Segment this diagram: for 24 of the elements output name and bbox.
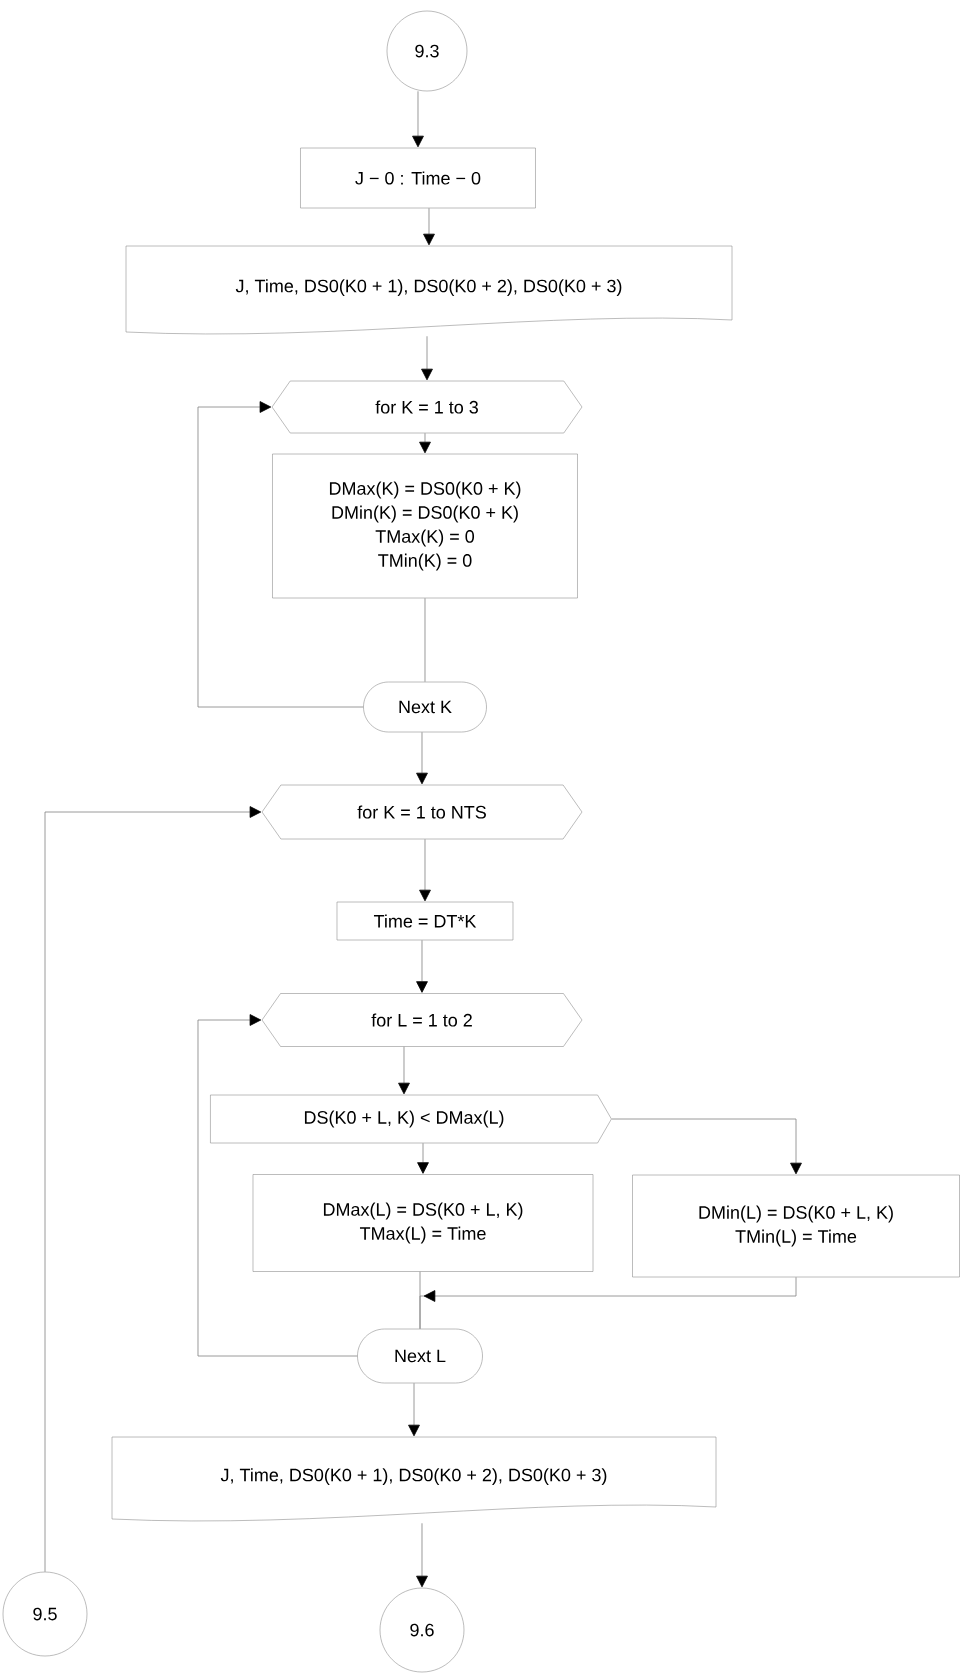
- arrow: [419, 1276, 797, 1330]
- arrow: [611, 1118, 802, 1175]
- arrow: [416, 1522, 428, 1588]
- process-box: DMax(K) = DS0(K0 + K) DMin(K) = DS0(K0 + K) TMax(K) = 0 TMin(K) = 0: [272, 453, 578, 599]
- arrow: [197, 401, 364, 708]
- arrow: [412, 90, 424, 148]
- process-box: DMin(L) = DS(K0 + L, K) TMin(L) = Time: [632, 1174, 960, 1278]
- arrow: [408, 1382, 420, 1437]
- arrow: [44, 806, 262, 1573]
- arrow: [419, 432, 431, 454]
- loop-hexagon: for K = 1 to 3: [271, 380, 583, 434]
- process-box: DMax(L) = DS(K0 + L, K) TMax(L) = Time: [252, 1174, 594, 1272]
- arrow: [419, 838, 431, 902]
- process-box: Time = DT*K: [336, 901, 514, 941]
- arrow: [423, 207, 435, 246]
- arrow: [416, 939, 428, 993]
- arrow: [421, 335, 433, 381]
- process-box: J − 0 : Time − 0: [300, 147, 536, 209]
- loop-hexagon: for K = 1 to NTS: [261, 784, 583, 840]
- loop-hexagon: for L = 1 to 2: [261, 993, 583, 1047]
- arrow: [416, 731, 428, 785]
- arrow: [398, 1046, 410, 1095]
- arrow: [417, 1142, 429, 1174]
- arrow: [197, 1014, 358, 1357]
